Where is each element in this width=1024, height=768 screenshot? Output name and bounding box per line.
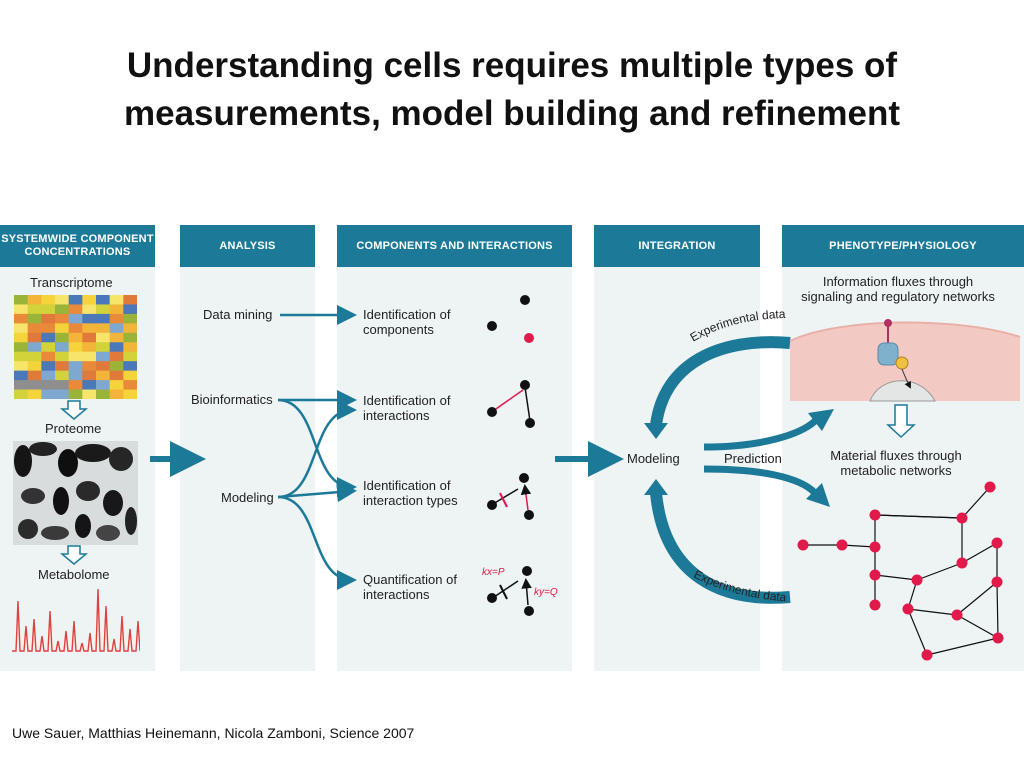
metabolite-node: [956, 512, 968, 524]
slide-title-line-1: Understanding cells requires multiple ty…: [126, 46, 898, 85]
components-nodes: [487, 295, 534, 343]
transcriptome-label: Transcriptome: [30, 275, 113, 290]
label-line: Identification of: [363, 393, 451, 408]
label-line: interactions: [363, 408, 430, 423]
information-flux-label: Information fluxes through signaling and…: [792, 274, 1004, 304]
label-line: components: [363, 322, 434, 337]
slide-title: Understanding cells requires multiple ty…: [0, 42, 1024, 138]
label-line: interactions: [363, 587, 430, 602]
metabolite-node: [836, 539, 848, 551]
modeling-label-integration: Modeling: [627, 451, 680, 466]
metabolite-node: [984, 481, 996, 493]
label-line: Identification of: [363, 478, 451, 493]
experimental-data-arrowhead-bottom: [644, 479, 668, 495]
metabolite-node: [869, 599, 881, 611]
label-line: Material fluxes through: [830, 448, 962, 463]
metabolic-edge: [874, 574, 918, 581]
proteome-label: Proteome: [45, 421, 102, 436]
metabolic-edge: [874, 514, 963, 519]
metabolic-edge: [961, 542, 998, 564]
quantification-label: Quantification of interactions: [363, 572, 457, 602]
metabolite-node: [921, 649, 933, 661]
metabolic-edge: [916, 562, 963, 581]
label-line: Information fluxes through: [822, 274, 974, 289]
slide-title-line-2: measurements, model building and refinem…: [124, 94, 900, 133]
header-line-1: SYSTEMWIDE COMPONENT: [1, 233, 154, 245]
metabolic-edge: [956, 581, 998, 616]
metabolome-spectrum: [12, 588, 140, 652]
param-p-label: kx=P: [482, 567, 505, 578]
header-analysis: ANALYSIS: [180, 225, 315, 267]
header-components-interactions: COMPONENTS AND INTERACTIONS: [337, 225, 572, 267]
interaction-types-label: Identification of interaction types: [363, 478, 458, 508]
metabolite-node: [991, 576, 1003, 588]
metabolite-node: [869, 541, 881, 553]
down-arrow-icon: [886, 404, 916, 439]
header-line-2: CONCENTRATIONS: [24, 246, 131, 258]
identification-interactions-label: Identification of interactions: [363, 393, 450, 423]
down-arrow-icon: [59, 400, 89, 420]
citation: Uwe Sauer, Matthias Heinemann, Nicola Za…: [12, 725, 415, 741]
interaction-types-network: [487, 473, 534, 520]
metabolite-node: [911, 574, 923, 586]
prediction-arrow-down: [703, 465, 818, 496]
prediction-label: Prediction: [724, 451, 782, 466]
label-line: interaction types: [363, 493, 458, 508]
metabolic-edge: [926, 637, 999, 656]
metabolite-node: [869, 569, 881, 581]
proteome-gel-image: [13, 441, 138, 545]
data-mining-label: Data mining: [203, 307, 273, 322]
material-flux-label: Material fluxes through metabolic networ…: [816, 448, 976, 478]
experimental-data-arrowhead-top: [644, 423, 668, 439]
metabolic-edge: [956, 614, 999, 639]
param-q-label: ky=Q: [534, 587, 558, 598]
diagram-overlay: kx=P ky=Q Experimental data Experimental…: [59, 295, 1021, 661]
label-line: Quantification of: [363, 572, 457, 587]
metabolite-node: [869, 509, 881, 521]
quantification-network: [487, 566, 534, 616]
experimental-data-arrow-bottom: [650, 492, 791, 604]
down-arrow-icon: [59, 545, 89, 565]
arrow-modeling-quantification: [277, 495, 357, 590]
bioinformatics-label: Bioinformatics: [191, 392, 273, 407]
label-line: metabolic networks: [840, 463, 952, 478]
experimental-data-arrow-top: [650, 336, 791, 426]
metabolite-node: [956, 557, 968, 569]
arrow-modeling-types: [277, 482, 357, 503]
metabolic-edge: [907, 608, 958, 616]
metabolic-edge: [841, 544, 876, 548]
metabolite-node: [797, 539, 809, 551]
prediction-arrowhead-up: [808, 409, 834, 431]
arrow-modeling-interactions: [277, 400, 357, 499]
metabolome-label: Metabolome: [38, 567, 110, 582]
metabolite-node: [902, 603, 914, 615]
metabolite-node: [951, 609, 963, 621]
header-integration: INTEGRATION: [594, 225, 760, 267]
metabolic-network: [797, 481, 1004, 661]
identification-components-label: Identification of components: [363, 307, 450, 337]
modeling-label-analysis: Modeling: [221, 490, 274, 505]
interactions-network: [487, 380, 535, 428]
metabolite-node: [991, 537, 1003, 549]
prediction-arrow-up: [703, 418, 818, 451]
prediction-arrowhead-down: [806, 483, 830, 507]
label-line: signaling and regulatory networks: [801, 289, 995, 304]
transcriptome-heatmap: [14, 295, 137, 399]
metabolite-node: [992, 632, 1004, 644]
column-panel-components: [337, 267, 572, 671]
metabolic-edge: [907, 608, 928, 656]
label-line: Identification of: [363, 307, 451, 322]
receptor-icon: [877, 319, 911, 389]
header-phenotype-physiology: PHENOTYPE/PHYSIOLOGY: [782, 225, 1024, 267]
metabolic-edge: [996, 581, 999, 639]
metabolic-edge: [961, 486, 991, 519]
